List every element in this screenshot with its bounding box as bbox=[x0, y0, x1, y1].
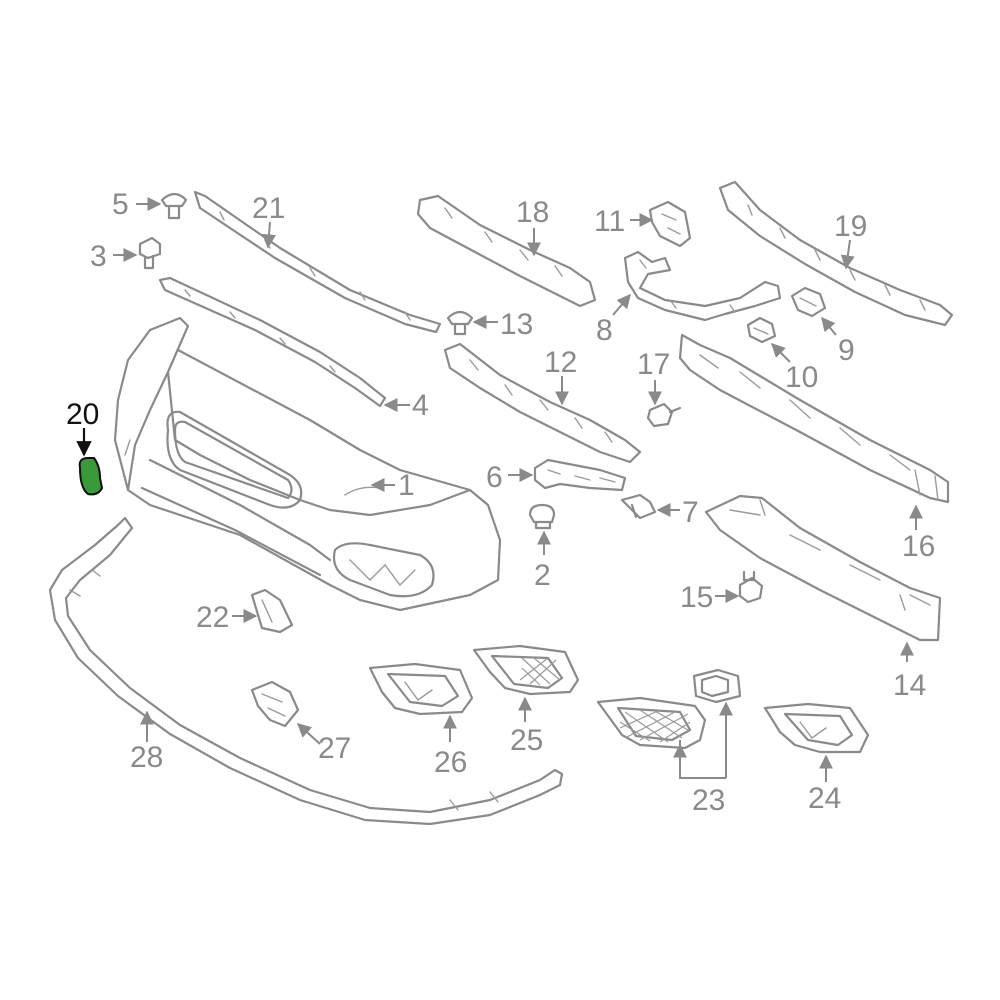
callout-26: 26 bbox=[434, 746, 467, 779]
callout-28: 28 bbox=[130, 741, 163, 774]
callout-12: 12 bbox=[544, 346, 577, 379]
bracket-part-27[interactable] bbox=[250, 680, 300, 728]
front-bumper-cover[interactable] bbox=[113, 316, 502, 612]
callout-5: 5 bbox=[112, 188, 129, 221]
bolt-part-17[interactable] bbox=[646, 402, 682, 428]
callout-27: 27 bbox=[318, 732, 351, 765]
callout-24: 24 bbox=[808, 782, 841, 815]
upper-molding-part-21[interactable] bbox=[193, 190, 442, 334]
callout-6: 6 bbox=[486, 461, 503, 494]
clip-part-9[interactable] bbox=[790, 286, 827, 318]
callout-4: 4 bbox=[412, 389, 429, 422]
callout-21: 21 bbox=[252, 192, 285, 225]
callout-16: 16 bbox=[902, 530, 935, 563]
callout-10: 10 bbox=[785, 361, 818, 394]
clip-part-2[interactable] bbox=[528, 503, 556, 530]
bracket-part-6[interactable] bbox=[533, 458, 627, 492]
push-clip-part-5[interactable] bbox=[160, 192, 188, 220]
callout-19: 19 bbox=[834, 210, 867, 243]
fog-bezel-part-24[interactable] bbox=[763, 702, 870, 754]
callout-22: 22 bbox=[196, 601, 229, 634]
callout-3: 3 bbox=[90, 240, 107, 273]
callout-1: 1 bbox=[398, 469, 415, 502]
side-bracket-part-12[interactable] bbox=[443, 342, 642, 464]
clip-part-15[interactable] bbox=[738, 570, 764, 604]
callout-14: 14 bbox=[893, 669, 926, 702]
highlighted-cap-part-20[interactable] bbox=[78, 457, 104, 496]
callout-18: 18 bbox=[516, 196, 549, 229]
callout-23: 23 bbox=[692, 784, 725, 817]
mesh-bezel-part-25[interactable] bbox=[472, 644, 580, 696]
screw-part-7[interactable] bbox=[620, 493, 657, 520]
callout-11: 11 bbox=[594, 205, 625, 238]
upper-bracket-part-18[interactable] bbox=[416, 194, 597, 308]
bolt-part-3[interactable] bbox=[138, 236, 162, 270]
callout-7: 7 bbox=[682, 496, 699, 529]
callout-25: 25 bbox=[510, 724, 543, 757]
bracket-part-23[interactable] bbox=[692, 668, 742, 704]
mesh-grille-part-23[interactable] bbox=[596, 696, 707, 750]
bracket-part-11[interactable] bbox=[648, 200, 692, 248]
energy-absorber-part-19[interactable] bbox=[718, 180, 954, 327]
callout-15: 15 bbox=[680, 581, 713, 614]
push-clip-part-13[interactable] bbox=[446, 310, 474, 336]
callout-9: 9 bbox=[838, 334, 855, 367]
lower-absorber-part-14[interactable] bbox=[704, 494, 942, 642]
callout-8: 8 bbox=[596, 314, 613, 347]
small-cover-part-22[interactable] bbox=[250, 588, 294, 634]
fog-bezel-part-26[interactable] bbox=[368, 662, 474, 716]
clip-part-10[interactable] bbox=[746, 316, 777, 344]
bumper-beam-part-16[interactable] bbox=[678, 333, 950, 504]
lip-spoiler-part-28[interactable] bbox=[48, 516, 564, 826]
callout-2: 2 bbox=[534, 559, 551, 592]
callout-13: 13 bbox=[500, 308, 533, 341]
callout-20: 20 bbox=[66, 398, 99, 431]
bracket-arm-part-8[interactable] bbox=[623, 250, 782, 322]
molding-strip-part-4[interactable] bbox=[158, 276, 387, 408]
callout-17: 17 bbox=[637, 348, 670, 381]
